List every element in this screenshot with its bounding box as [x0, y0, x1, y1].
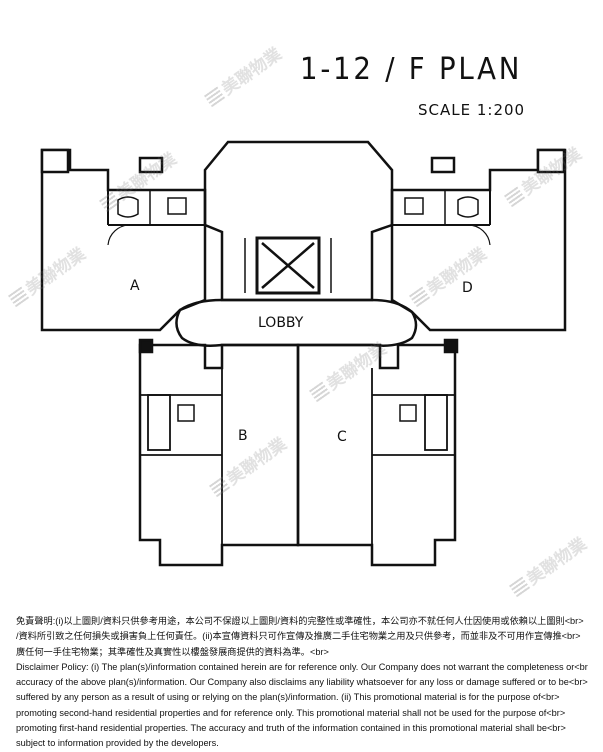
disclaimer-line: 廣任何一手住宅物業；其準確性及真實性以樓盤發展商提供的資料為準。<br> [16, 646, 329, 657]
disclaimer-line: promoting second-hand residential proper… [16, 707, 566, 718]
room-label-lobby: LOBBY [258, 315, 304, 331]
core-outline [203, 140, 394, 302]
unit-a-outline [40, 148, 207, 332]
room-label-d: D [462, 280, 473, 296]
disclaimer-line: 免責聲明:(i)以上圖則/資料只供參考用途，本公司不保證以上圖則/資料的完整性或… [16, 616, 584, 626]
lift-shaft [255, 236, 321, 295]
floor-plan-drawing: A D B C LOBBY [40, 140, 567, 567]
disclaimer-block: 免責聲明:(i)以上圖則/資料只供參考用途，本公司不保證以上圖則/資料的完整性或… [16, 614, 588, 752]
disclaimer-line: accuracy of the above plan(s)/informatio… [16, 677, 588, 688]
disclaimer-line: promoting first-hand residential propert… [16, 723, 566, 734]
disclaimer-line: Disclaimer Policy: (i) The plan(s)/infor… [16, 661, 588, 672]
plan-scale: SCALE 1:200 [418, 101, 526, 119]
room-label-a: A [130, 278, 140, 294]
disclaimer-line: subject to information provided by the d… [16, 738, 219, 749]
room-label-c: C [337, 429, 347, 445]
disclaimer-line: /資料所引致之任何損失或損害負上任何責任。(ii)本宣傳資料只可作宣傳及推廣二手… [16, 631, 581, 642]
lobby-outline [175, 298, 418, 347]
plan-title: 1-12 / F PLAN [300, 52, 523, 87]
disclaimer-line: suffered by any person as a result of us… [16, 692, 560, 703]
room-label-b: B [238, 428, 248, 444]
